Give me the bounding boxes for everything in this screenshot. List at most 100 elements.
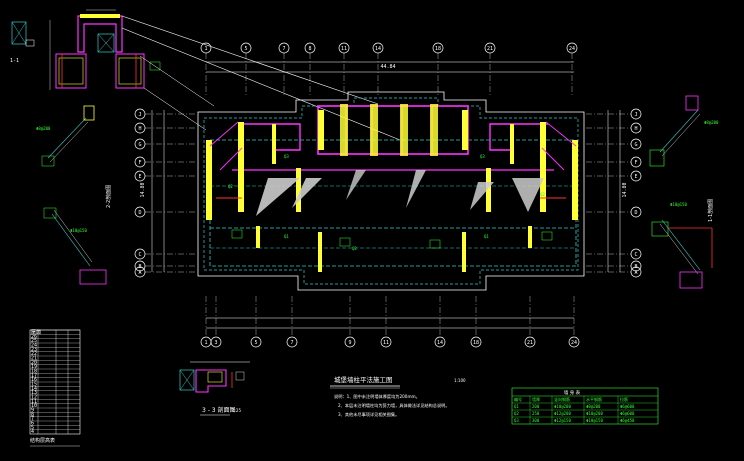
schedule-row-label: 20 xyxy=(31,360,37,366)
axis-right-D: D xyxy=(586,206,642,218)
schedule-row-label: 16 xyxy=(31,377,37,383)
axis-right-J: J xyxy=(586,108,642,120)
axis-right-C: C xyxy=(586,248,642,260)
axis-bottom-24: 24 xyxy=(568,296,580,348)
svg-text:Q2: Q2 xyxy=(540,192,545,197)
axis-bottom-7: 7 xyxy=(286,296,298,348)
axis-right-G: G xyxy=(586,138,642,150)
schedule-row-label: 屋面 xyxy=(31,330,41,336)
svg-text:14: 14 xyxy=(437,340,443,346)
legend-header-cell: 拉筋 xyxy=(620,396,628,402)
axis-top-5: 5 xyxy=(240,42,252,96)
svg-text:Q3: Q3 xyxy=(480,154,485,159)
svg-text:9: 9 xyxy=(348,340,351,346)
schedule-row-label: 7 xyxy=(31,416,34,422)
svg-text:3: 3 xyxy=(214,340,217,346)
svg-text:7: 7 xyxy=(282,46,285,52)
schedule-row-label: 13 xyxy=(31,390,37,396)
axis-bottom-3: 3 xyxy=(210,296,222,348)
svg-text:Q2: Q2 xyxy=(228,184,233,189)
svg-text:5: 5 xyxy=(254,340,257,346)
svg-text:14: 14 xyxy=(375,46,381,52)
schedule-row-label: 12 xyxy=(31,395,37,401)
schedule-row-label: 6 xyxy=(31,421,34,427)
svg-text:8: 8 xyxy=(308,46,311,52)
note-line-1: 说明：1、图中未注明墙体厚度均为200mm。 xyxy=(334,393,420,400)
legend-cell: 250 xyxy=(532,411,540,416)
schedule-row-label: 8 xyxy=(31,412,34,418)
wall-section-detail: 1-1 xyxy=(10,9,401,141)
axis-left-E: E xyxy=(134,170,196,182)
svg-text:H: H xyxy=(138,126,141,132)
schedule-row-label: 21 xyxy=(31,356,37,362)
schedule-row-label: 5 xyxy=(31,425,34,431)
schedule-row-label: 19 xyxy=(31,364,37,370)
svg-text:H: H xyxy=(634,126,637,132)
svg-text:F: F xyxy=(634,160,637,166)
axis-left-D: D xyxy=(134,206,196,218)
svg-text:Φ8@200: Φ8@200 xyxy=(36,126,51,131)
svg-text:A: A xyxy=(634,270,637,276)
legend-cell: Q3 xyxy=(514,418,519,423)
axis-top-24: 24 xyxy=(566,42,578,96)
axis-top-21: 21 xyxy=(484,42,496,96)
plan-scale: 1:100 xyxy=(454,378,466,383)
legend-header-cell: 墙厚 xyxy=(532,396,540,402)
axis-bottom-5: 5 xyxy=(250,296,262,348)
section-scale: 1:25 xyxy=(232,408,241,413)
legend-cell: 300 xyxy=(532,418,540,423)
legend-header-cell: 水平钢筋 xyxy=(586,396,602,402)
schedule-row-label: 11 xyxy=(31,399,37,405)
top-dimension: 44.84 xyxy=(380,64,395,70)
svg-text:1-1: 1-1 xyxy=(10,58,19,64)
legend-cell: Q2 xyxy=(514,411,519,416)
svg-text:7: 7 xyxy=(290,340,293,346)
svg-text:Q2: Q2 xyxy=(352,246,357,251)
svg-text:Φ10@150: Φ10@150 xyxy=(70,228,87,233)
legend-cell: Φ6@600 xyxy=(620,404,635,409)
axis-right-E: E xyxy=(586,170,642,182)
legend-title: 墙 身 表 xyxy=(564,389,581,396)
svg-text:D: D xyxy=(138,210,141,216)
note-line-3: 3、其他未尽事项详见相关图集。 xyxy=(338,411,399,418)
svg-text:C: C xyxy=(634,252,637,258)
svg-text:18: 18 xyxy=(473,340,479,346)
legend-cell: Φ10@200 xyxy=(586,411,603,416)
svg-text:Q1: Q1 xyxy=(484,234,489,239)
left-dimension: 14.80 xyxy=(140,182,146,197)
axis-top-11: 11 xyxy=(338,42,350,96)
section-3-3-detail xyxy=(179,361,250,393)
legend-header-cell: 竖向钢筋 xyxy=(554,396,570,402)
legend-cell: Φ6@600 xyxy=(620,411,635,416)
left-side-section: Φ8@200 Φ10@150 xyxy=(36,105,107,285)
schedule-row-label: 15 xyxy=(31,382,37,388)
schedule-title: 结构层高表 xyxy=(30,437,55,444)
schedule-row-label: 24 xyxy=(31,343,37,349)
axis-top-1: 1 xyxy=(200,42,212,96)
section-title: 3 - 3 剖面图 xyxy=(202,406,236,414)
axis-right-H: H xyxy=(586,122,642,134)
schedule-row-label: 18 xyxy=(31,369,37,375)
schedule-row-label: 10 xyxy=(31,403,37,409)
schedule-row-label: 23 xyxy=(31,347,37,353)
svg-text:C: C xyxy=(138,252,141,258)
schedule-row-label: 9 xyxy=(31,408,34,414)
right-side-section: Φ8@200 Φ10@150 xyxy=(649,95,719,289)
svg-text:E: E xyxy=(138,174,141,180)
legend-cell: Φ10@200 xyxy=(554,404,571,409)
right-section-label: 1-1剖面图 xyxy=(707,199,714,222)
legend-header-cell: 编号 xyxy=(514,396,522,402)
axis-left-H: H xyxy=(134,122,196,134)
svg-text:21: 21 xyxy=(527,340,533,346)
svg-text:D: D xyxy=(634,210,637,216)
svg-text:21: 21 xyxy=(487,46,493,52)
right-dimension: 14.80 xyxy=(622,182,628,197)
left-section-label: 2-2剖面图 xyxy=(105,185,112,208)
svg-text:E: E xyxy=(634,174,637,180)
legend-cell: Φ12@200 xyxy=(554,411,571,416)
svg-text:Q1: Q1 xyxy=(284,234,289,239)
axis-bottom-21: 21 xyxy=(524,296,536,348)
svg-text:Q3: Q3 xyxy=(284,154,289,159)
